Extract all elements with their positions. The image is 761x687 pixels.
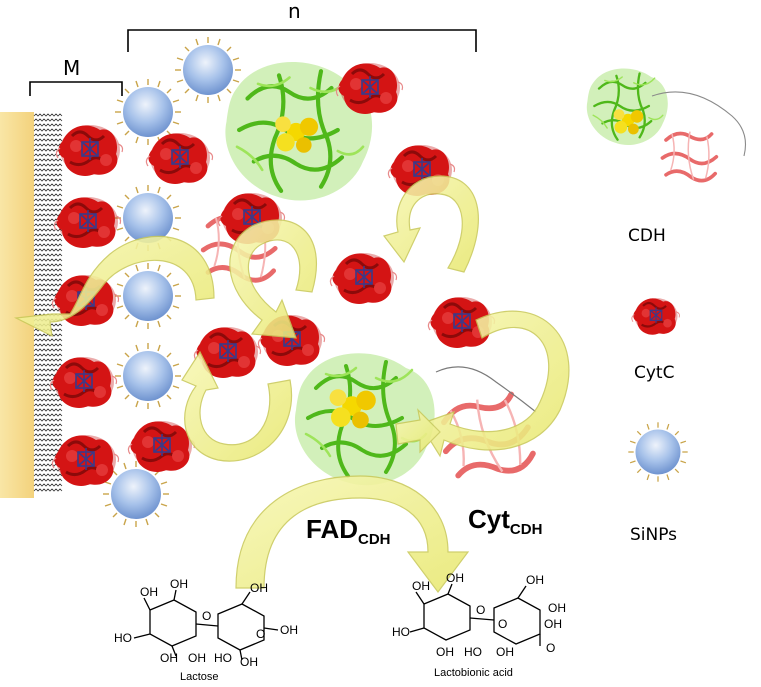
arrow-to-electrode bbox=[13, 235, 215, 338]
lactobionic-atoms: OH OH OH HO O O OH HO OH OH OH O bbox=[392, 571, 566, 659]
legend-cytc-structure bbox=[630, 296, 681, 336]
legend-label-cytc: CytC bbox=[634, 363, 674, 383]
lactobionic-name: Lactobionic acid bbox=[434, 667, 513, 679]
legend-sinp-particle bbox=[627, 421, 689, 483]
label-n: n bbox=[288, 0, 301, 23]
svg-text:O: O bbox=[202, 609, 211, 623]
legend-cdh-structure bbox=[585, 67, 747, 183]
svg-text:OH: OH bbox=[412, 579, 430, 593]
lactobionic-structure bbox=[409, 583, 541, 646]
svg-text:O: O bbox=[546, 641, 555, 655]
label-cyt-cdh: CytCDH bbox=[468, 504, 542, 538]
arrow-loop-right bbox=[419, 310, 570, 458]
svg-text:OH: OH bbox=[250, 581, 268, 595]
svg-text:HO: HO bbox=[214, 651, 232, 665]
arrow-loop-upper-right bbox=[382, 175, 479, 273]
svg-text:OH: OH bbox=[280, 623, 298, 637]
legend-label-cdh: CDH bbox=[628, 226, 666, 246]
electron-transfer-arrows bbox=[13, 175, 570, 593]
svg-text:OH: OH bbox=[140, 585, 158, 599]
arrow-loop-lower-left bbox=[181, 350, 293, 462]
svg-text:OH: OH bbox=[544, 617, 562, 631]
arrow-fad-to-cyt bbox=[395, 408, 441, 454]
label-m: M bbox=[63, 56, 80, 80]
svg-text:HO: HO bbox=[464, 645, 482, 659]
legend-label-sinps: SiNPs bbox=[630, 525, 677, 545]
svg-text:HO: HO bbox=[392, 625, 410, 639]
label-fad-cdh: FADCDH bbox=[306, 514, 391, 548]
electrode bbox=[0, 112, 34, 498]
legend: CDH CytC SiNPs bbox=[585, 67, 747, 545]
svg-text:OH: OH bbox=[446, 571, 464, 585]
svg-text:OH: OH bbox=[548, 601, 566, 615]
svg-text:OH: OH bbox=[160, 651, 178, 665]
arrow-loop-center-left bbox=[229, 219, 318, 339]
svg-text:OH: OH bbox=[496, 645, 514, 659]
svg-text:OH: OH bbox=[188, 651, 206, 665]
arrow-lactose-to-lactobionic bbox=[235, 475, 470, 593]
svg-text:O: O bbox=[476, 603, 485, 617]
svg-text:OH: OH bbox=[526, 573, 544, 587]
cdh-protein-bottom bbox=[292, 351, 437, 488]
lactose-structure bbox=[133, 589, 279, 661]
svg-text:O: O bbox=[256, 627, 265, 641]
bracket-n bbox=[127, 29, 477, 52]
svg-text:OH: OH bbox=[240, 655, 258, 669]
svg-text:OH: OH bbox=[436, 645, 454, 659]
svg-text:OH: OH bbox=[170, 577, 188, 591]
cdh-cyt-domain-bottom bbox=[435, 366, 538, 486]
svg-text:O: O bbox=[498, 617, 507, 631]
bracket-m bbox=[29, 81, 123, 96]
svg-text:HO: HO bbox=[114, 631, 132, 645]
lactose-atoms: OH OH OH HO O O OH OH HO OH OH bbox=[114, 577, 298, 669]
lactose-name: Lactose bbox=[180, 671, 219, 683]
